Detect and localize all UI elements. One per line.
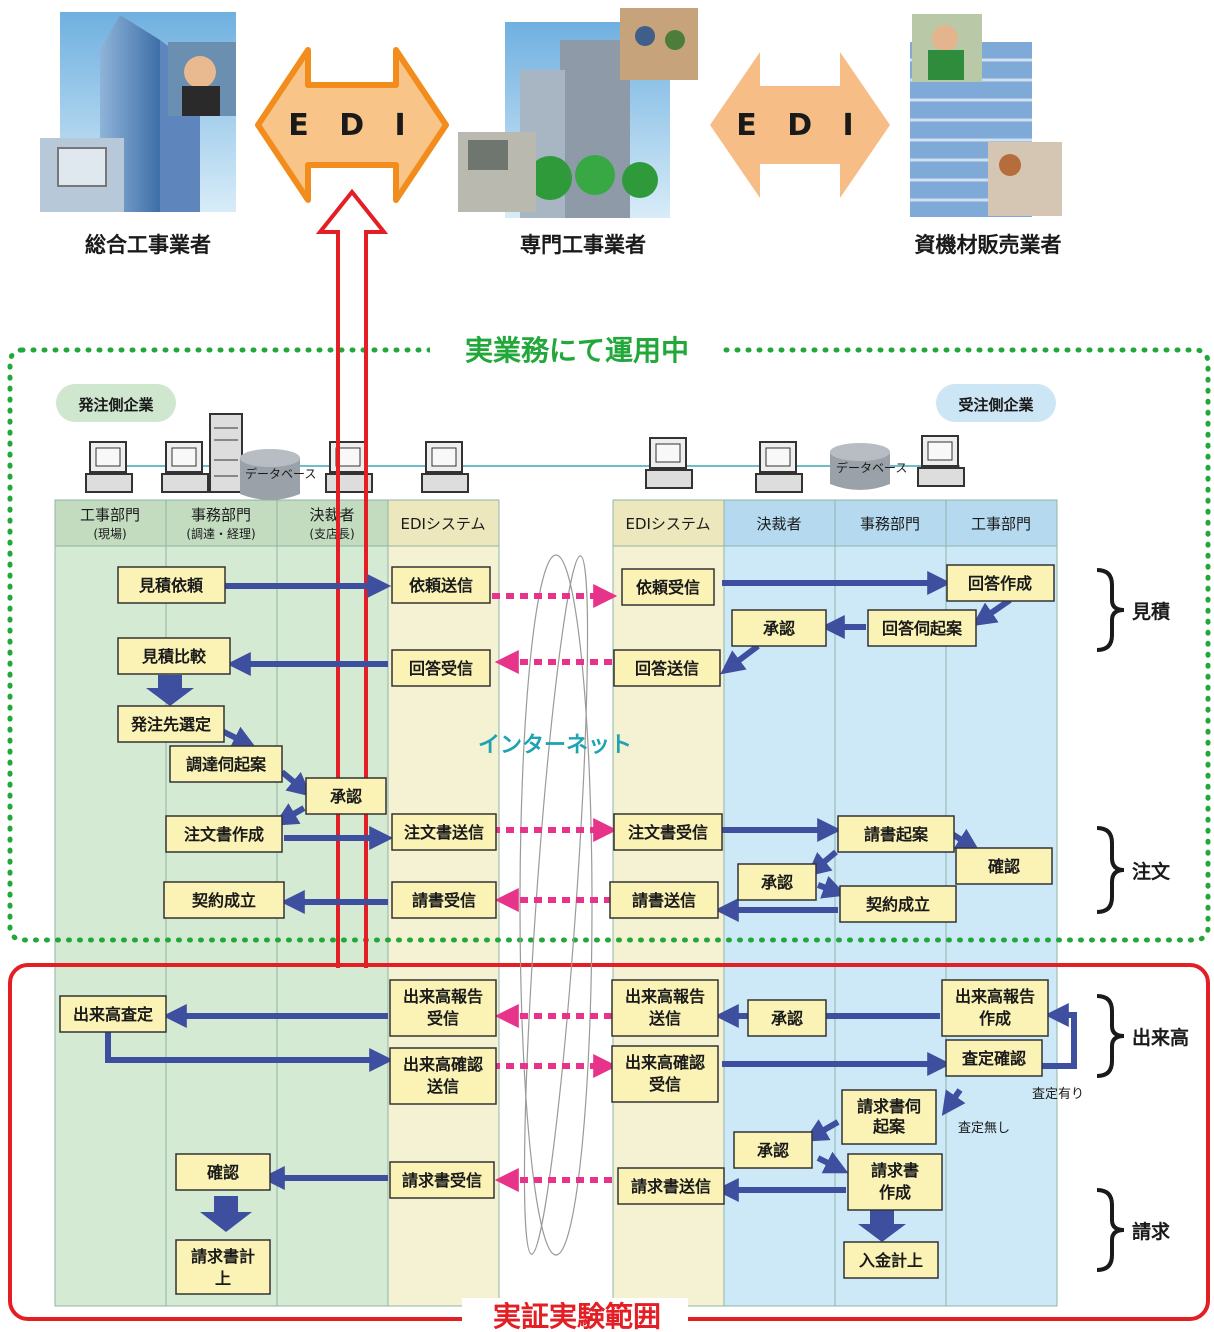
lane-header-office-right: 事務部門 <box>860 515 920 533</box>
box-nyuukin-keijou: 入金計上 <box>859 1251 923 1270</box>
edi-label-right: E D I <box>736 108 863 143</box>
lane-header-site-right: 工事部門 <box>971 515 1031 533</box>
database-label-left: データベース <box>245 466 316 481</box>
lane-header-site-sub: (現場) <box>93 527 126 541</box>
computer-icon <box>756 442 802 492</box>
computer-icon <box>162 442 208 492</box>
box-irai-soushin: 依頼送信 <box>409 576 473 595</box>
box-seikyusho-keijou-1: 請求書計 <box>191 1247 255 1266</box>
box-shounin-1: 承認 <box>763 619 795 638</box>
box-kaitou-jushin: 回答受信 <box>409 659 473 678</box>
party-specialist-contractor: 専門工事業者 <box>520 233 646 257</box>
operating-region-label: 実業務にて運用中 <box>465 334 689 367</box>
box-satei-kakunin: 査定確認 <box>962 1049 1026 1068</box>
database-label-right: データベース <box>836 460 907 475</box>
orderer-label: 発注側企業 <box>77 396 154 414</box>
box-seikyusho-jushin: 請求書受信 <box>402 1171 482 1190</box>
box-mitsumori-irai: 見積依頼 <box>138 576 204 595</box>
experiment-region-label: 実証実験範囲 <box>493 1300 661 1332</box>
box-seikyusho-sakusei-2: 作成 <box>879 1183 911 1202</box>
box-mitsumori-hikaku: 見積比較 <box>141 647 207 666</box>
computer-icon <box>646 438 692 488</box>
general-contractor-illustration <box>40 12 236 212</box>
box-dekidaka-satei: 出来高査定 <box>73 1005 153 1024</box>
box-dekidaka-houkoku-soushin-1: 出来高報告 <box>625 987 705 1006</box>
box-dekidaka-kakunin-jushin-1: 出来高確認 <box>625 1053 705 1072</box>
box-kakunin-1: 確認 <box>988 857 1020 876</box>
lane-header-approver-sub: (支店長) <box>309 527 354 541</box>
box-keiyaku-right: 契約成立 <box>865 895 930 914</box>
lane-header-edi-left: EDIシステム <box>400 515 485 533</box>
computer-icon <box>918 436 964 486</box>
box-seikyusho-ukagai-2: 起案 <box>872 1117 906 1136</box>
box-dekidaka-houkoku-sakusei-1: 出来高報告 <box>955 987 1035 1006</box>
box-dekidaka-kakunin-jushin-2: 受信 <box>649 1075 681 1094</box>
lane-header-office-title: 事務部門 <box>191 506 251 524</box>
lane-header-office-sub: (調達・経理) <box>186 527 255 541</box>
phase-chuumon: 注文 <box>1132 860 1171 883</box>
box-keiyaku-left: 契約成立 <box>191 891 256 910</box>
phase-mitsumori: 見積 <box>1132 600 1170 623</box>
box-kaitou-ukagai: 回答伺起案 <box>882 619 963 638</box>
computer-icon <box>86 442 132 492</box>
edi-arrow-left: E D I <box>258 50 446 200</box>
box-kakunin-2: 確認 <box>207 1163 239 1182</box>
box-ukesho-kian: 請書起案 <box>864 825 929 844</box>
box-choutatsu-ukagai: 調達伺起案 <box>186 755 267 774</box>
box-shounin-2: 承認 <box>330 787 362 806</box>
party-general-contractor: 総合工事業者 <box>85 233 211 257</box>
lane-header-approver-right: 決裁者 <box>756 515 801 533</box>
box-seikyusho-keijou-2: 上 <box>215 1269 231 1288</box>
box-chuumonsho-soushin: 注文書送信 <box>404 823 484 842</box>
box-chuumonsho-sakusei: 注文書作成 <box>184 825 264 844</box>
box-seikyusho-sakusei-1: 請求書 <box>871 1161 919 1180</box>
phase-seikyu: 請求 <box>1132 1220 1171 1243</box>
box-shounin-5: 承認 <box>757 1141 789 1160</box>
note-satei-ari: 査定有り <box>1032 1087 1084 1102</box>
lane-header-edi-right: EDIシステム <box>625 515 710 533</box>
box-dekidaka-houkoku-jushin-2: 受信 <box>427 1009 459 1028</box>
box-seikyusho-soushin: 請求書送信 <box>631 1177 711 1196</box>
phase-braces <box>1097 570 1124 1270</box>
box-hacchusaki: 発注先選定 <box>130 715 211 734</box>
box-dekidaka-houkoku-jushin-1: 出来高報告 <box>403 987 483 1006</box>
computer-icon <box>422 442 468 492</box>
box-seikyusho-ukagai-1: 請求書伺 <box>857 1097 921 1116</box>
box-shounin-3: 承認 <box>761 873 793 892</box>
internet-label: インターネット <box>478 733 632 758</box>
box-chuumonsho-jushin: 注文書受信 <box>628 823 708 842</box>
receiver-label: 受注側企業 <box>958 396 1034 414</box>
box-dekidaka-houkoku-soushin-2: 送信 <box>648 1009 681 1028</box>
edi-label-left: E D I <box>288 108 415 143</box>
lane-header-site-title: 工事部門 <box>80 506 140 524</box>
box-kaitou-sakusei: 回答作成 <box>968 574 1032 593</box>
box-dekidaka-kakunin-soushin-2: 送信 <box>426 1077 459 1096</box>
box-shounin-4: 承認 <box>771 1009 803 1028</box>
lane-header-approver-title: 決裁者 <box>309 506 354 524</box>
box-kaitou-soushin: 回答送信 <box>635 659 699 678</box>
server-icon <box>210 414 242 492</box>
box-dekidaka-kakunin-soushin-1: 出来高確認 <box>403 1055 483 1074</box>
box-irai-jushin: 依頼受信 <box>636 578 700 597</box>
internet-messages <box>492 596 612 1180</box>
specialist-contractor-illustration <box>458 8 698 218</box>
box-dekidaka-houkoku-sakusei-2: 作成 <box>979 1009 1011 1028</box>
party-materials-vendor: 資機材販売業者 <box>915 233 1062 257</box>
note-satei-nashi: 査定無し <box>958 1121 1010 1136</box>
box-ukesho-soushin: 請書送信 <box>632 891 696 910</box>
materials-vendor-illustration <box>910 14 1062 217</box>
box-ukesho-jushin: 請書受信 <box>412 891 476 910</box>
edi-arrow-right: E D I <box>710 52 890 198</box>
phase-dekidaka: 出来高 <box>1132 1026 1189 1049</box>
